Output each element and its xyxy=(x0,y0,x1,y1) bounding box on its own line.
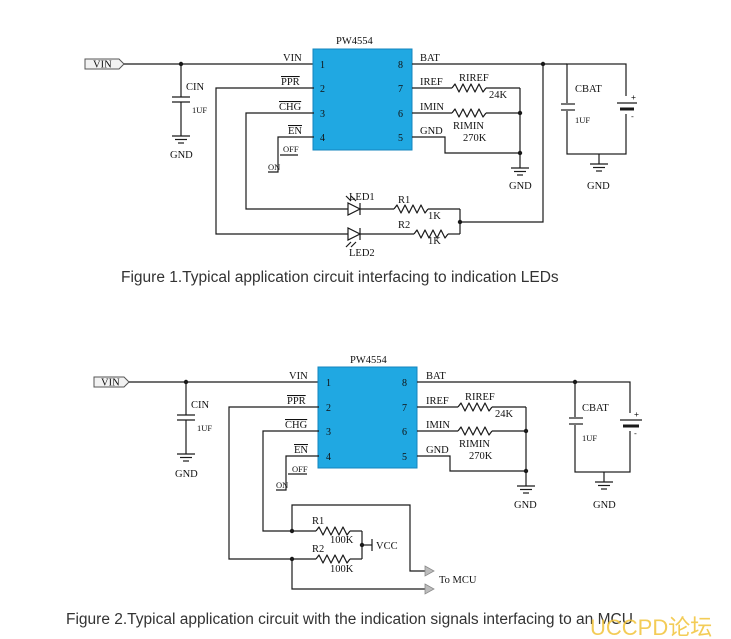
r2-value: 1K xyxy=(428,236,441,247)
pin-iref-label-2: IREF xyxy=(426,396,449,407)
pin-gnd-label-2: GND xyxy=(426,445,449,456)
pin-7-number: 7 xyxy=(398,84,403,95)
pin-en-label-2: EN xyxy=(294,445,308,456)
riref-label: RIREF xyxy=(459,73,489,84)
off-label: OFF xyxy=(283,144,299,154)
cin-label: CIN xyxy=(186,82,205,93)
cin-gnd-label-2: GND xyxy=(175,469,198,480)
pin-3-number: 3 xyxy=(320,109,325,120)
r1-label: R1 xyxy=(398,195,410,206)
r2-label-2: R2 xyxy=(312,544,324,555)
pin-4-number: 4 xyxy=(320,133,325,144)
pin-bat-label-2: BAT xyxy=(426,371,446,382)
vin-port-label: VIN xyxy=(93,60,112,71)
pin-vin-label-2: VIN xyxy=(289,371,308,382)
ic-pw4554-2: PW4554 1 2 3 4 8 7 6 5 xyxy=(317,355,418,469)
rimin-value-2: 270K xyxy=(469,451,493,462)
figure-2-caption: Figure 2.Typical application circuit wit… xyxy=(66,611,633,628)
pin-bat-label: BAT xyxy=(420,53,440,64)
cbat-and-battery-2: + - CBAT 1UF GND xyxy=(568,381,643,511)
watermark: UCCPD论坛 xyxy=(590,615,712,639)
pin-4-number-2: 4 xyxy=(326,452,331,463)
vcc-label: VCC xyxy=(376,541,398,552)
led2-label: LED2 xyxy=(349,248,375,259)
ic-pw4554-1: PW4554 1 2 3 4 8 7 6 5 xyxy=(312,36,413,151)
on-label: ON xyxy=(268,162,280,172)
svg-text:-: - xyxy=(634,428,637,438)
on-label-2: ON xyxy=(276,480,288,490)
pin-ppr-label-2: PPR xyxy=(287,396,306,407)
vin-port-2: VIN xyxy=(93,376,130,389)
riref-value: 24K xyxy=(489,90,508,101)
led1-label: LED1 xyxy=(349,192,375,203)
cbat-label-2: CBAT xyxy=(582,403,609,414)
cbat-and-battery: + - CBAT 1UF GND xyxy=(560,63,638,192)
pin-3-number-2: 3 xyxy=(326,427,331,438)
cin-gnd-label: GND xyxy=(170,150,193,161)
pin-en-label: EN xyxy=(288,126,302,137)
rimin-value: 270K xyxy=(463,133,487,144)
cin-value-2: 1UF xyxy=(197,423,212,433)
off-label-2: OFF xyxy=(292,464,308,474)
cbat-gnd-label: GND xyxy=(587,181,610,192)
riref-label-2: RIREF xyxy=(465,392,495,403)
rimin-gnd-label-2: GND xyxy=(514,500,537,511)
cin-capacitor: CIN 1UF GND xyxy=(170,64,207,161)
pin-gnd-label: GND xyxy=(420,126,443,137)
pin-2-number: 2 xyxy=(320,84,325,95)
cin-capacitor-2: CIN 1UF GND xyxy=(175,382,212,480)
pin-8-number-2: 8 xyxy=(402,378,407,389)
cbat-gnd-label-2: GND xyxy=(593,500,616,511)
cbat-label: CBAT xyxy=(575,84,602,95)
pin-5-number: 5 xyxy=(398,133,403,144)
pin-chg-label-2: CHG xyxy=(285,420,308,431)
pin-iref-label: IREF xyxy=(420,77,443,88)
to-mcu-label: To MCU xyxy=(439,575,477,586)
rimin-label-2: RIMIN xyxy=(459,439,490,450)
ic-name-2: PW4554 xyxy=(350,355,388,366)
pin-1-number: 1 xyxy=(320,60,325,71)
led2: LED2 xyxy=(345,227,414,259)
pin-vin-label: VIN xyxy=(283,53,302,64)
pin-ppr-label: PPR xyxy=(281,77,300,88)
pin-7-number-2: 7 xyxy=(402,403,407,414)
pin-imin-label-2: IMIN xyxy=(426,420,450,431)
pin-6-number: 6 xyxy=(398,109,403,120)
cbat-value-2: 1UF xyxy=(582,433,597,443)
pin-chg-label: CHG xyxy=(279,102,302,113)
svg-text:+: + xyxy=(634,409,639,419)
figure-1-caption: Figure 1.Typical application circuit int… xyxy=(121,269,559,286)
figure-2: VIN CIN 1UF GND PW4554 1 2 3 4 8 7 6 5 V… xyxy=(66,355,643,628)
r2-label: R2 xyxy=(398,220,410,231)
svg-text:+: + xyxy=(631,92,636,102)
pin-6-number-2: 6 xyxy=(402,427,407,438)
led1: LED1 xyxy=(345,192,394,216)
svg-text:-: - xyxy=(631,111,634,121)
pin-1-number-2: 1 xyxy=(326,378,331,389)
riref-value-2: 24K xyxy=(495,409,514,420)
ic-name: PW4554 xyxy=(336,36,374,47)
rimin-label: RIMIN xyxy=(453,121,484,132)
r1-value-2: 100K xyxy=(330,535,354,546)
vin-port-label-2: VIN xyxy=(101,378,120,389)
cbat-value: 1UF xyxy=(575,115,590,125)
pin-8-number: 8 xyxy=(398,60,403,71)
r1-value: 1K xyxy=(428,211,441,222)
cin-value: 1UF xyxy=(192,105,207,115)
pin-5-number-2: 5 xyxy=(402,452,407,463)
figure-1: VIN CIN 1UF GND PW4554 1 2 3 4 8 7 6 5 xyxy=(84,36,638,286)
pin-2-number-2: 2 xyxy=(326,403,331,414)
r1-label-2: R1 xyxy=(312,516,324,527)
rimin-gnd-label: GND xyxy=(509,181,532,192)
r2-value-2: 100K xyxy=(330,564,354,575)
vin-port: VIN xyxy=(84,58,125,71)
cin-label-2: CIN xyxy=(191,400,210,411)
pin-imin-label: IMIN xyxy=(420,102,444,113)
